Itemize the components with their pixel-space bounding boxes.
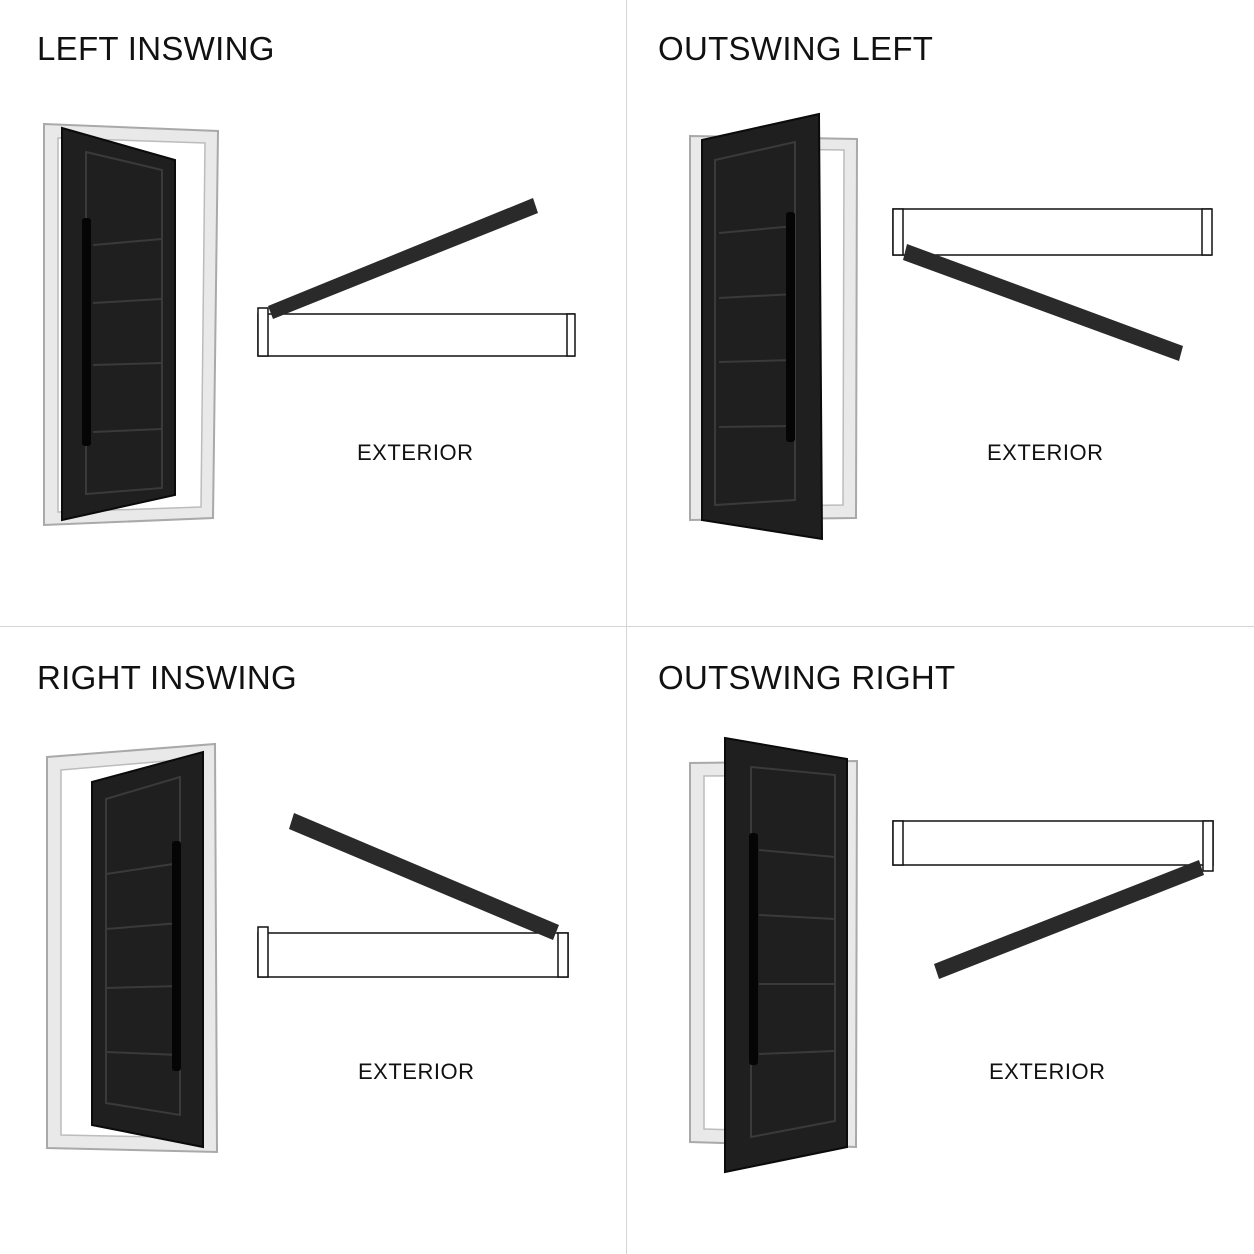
panel-left-inswing: LEFT INSWING EXTERIOR <box>0 0 627 627</box>
pull-handle <box>786 212 795 442</box>
left-inswing-illustration <box>43 122 576 527</box>
plan-view <box>892 208 1213 361</box>
exterior-label: EXTERIOR <box>357 440 474 465</box>
panel-title: RIGHT INSWING <box>37 659 297 696</box>
right-inswing-illustration <box>46 742 569 1154</box>
exterior-label: EXTERIOR <box>989 1059 1106 1084</box>
panel-title: OUTSWING LEFT <box>658 30 934 67</box>
panel-title: LEFT INSWING <box>37 30 275 67</box>
plan-door-leaf <box>289 813 559 940</box>
plan-frame-opening <box>257 313 575 357</box>
pull-handle <box>172 841 181 1071</box>
plan-frame-opening <box>257 932 569 978</box>
plan-view <box>257 813 569 978</box>
open-door-leaf <box>724 736 848 1174</box>
plan-view <box>257 198 576 357</box>
open-door-leaf <box>91 750 204 1149</box>
exterior-label: EXTERIOR <box>358 1059 475 1084</box>
outswing-left-illustration <box>689 112 1213 541</box>
panel-outswing-left: OUTSWING LEFT EXTERIOR <box>627 0 1254 627</box>
plan-door-leaf <box>903 244 1183 361</box>
plan-view <box>892 820 1214 979</box>
pull-handle <box>82 218 91 446</box>
pull-handle <box>749 833 758 1065</box>
panel-title: OUTSWING RIGHT <box>658 659 956 696</box>
outswing-right-illustration <box>689 736 1214 1174</box>
panel-right-inswing: RIGHT INSWING EXTERIOR <box>0 627 627 1254</box>
plan-door-leaf <box>934 860 1204 979</box>
open-door-leaf <box>701 112 824 541</box>
exterior-label: EXTERIOR <box>987 440 1104 465</box>
plan-frame-opening <box>892 208 1212 256</box>
plan-frame-opening <box>892 820 1214 866</box>
plan-door-leaf <box>268 198 538 319</box>
panel-outswing-right: OUTSWING RIGHT EXTERIOR <box>627 627 1254 1254</box>
open-door-leaf <box>61 126 176 522</box>
